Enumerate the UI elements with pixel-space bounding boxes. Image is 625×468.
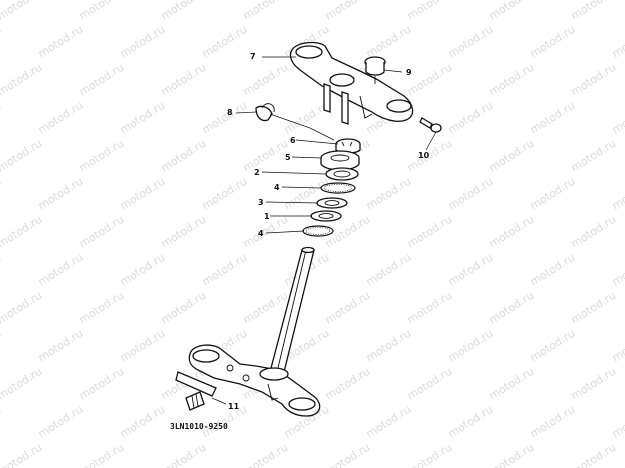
callout-11: 11 (228, 402, 240, 411)
callout-1: 1 (264, 212, 270, 221)
drawing-code: 3LN1010-9250 (170, 422, 228, 431)
callout-9: 9 (406, 68, 412, 77)
callout-5: 5 (285, 153, 291, 162)
callout-2: 2 (254, 168, 260, 177)
lower-bracket (188, 344, 321, 417)
callout-3: 3 (258, 198, 264, 207)
bearing-race (316, 197, 348, 209)
hose-holder (175, 371, 217, 411)
upper-bracket (289, 41, 414, 125)
crown-bolt (364, 56, 386, 84)
cable-guide (255, 103, 275, 122)
leader-lines (211, 56, 437, 405)
steering-stem (269, 246, 315, 373)
callout-4-upper: 4 (274, 183, 280, 192)
callout-4-lower: 4 (258, 229, 264, 238)
pinch-bolt (419, 117, 442, 133)
dust-cover (320, 150, 360, 171)
callout-10: 10 (418, 151, 430, 160)
ball-bearing-lower (302, 225, 334, 237)
callout-6: 6 (290, 136, 296, 145)
lower-race (310, 210, 342, 222)
callout-8: 8 (227, 108, 233, 117)
upper-race (325, 167, 359, 181)
ball-bearing-upper (320, 182, 356, 194)
callout-7: 7 (250, 52, 256, 61)
